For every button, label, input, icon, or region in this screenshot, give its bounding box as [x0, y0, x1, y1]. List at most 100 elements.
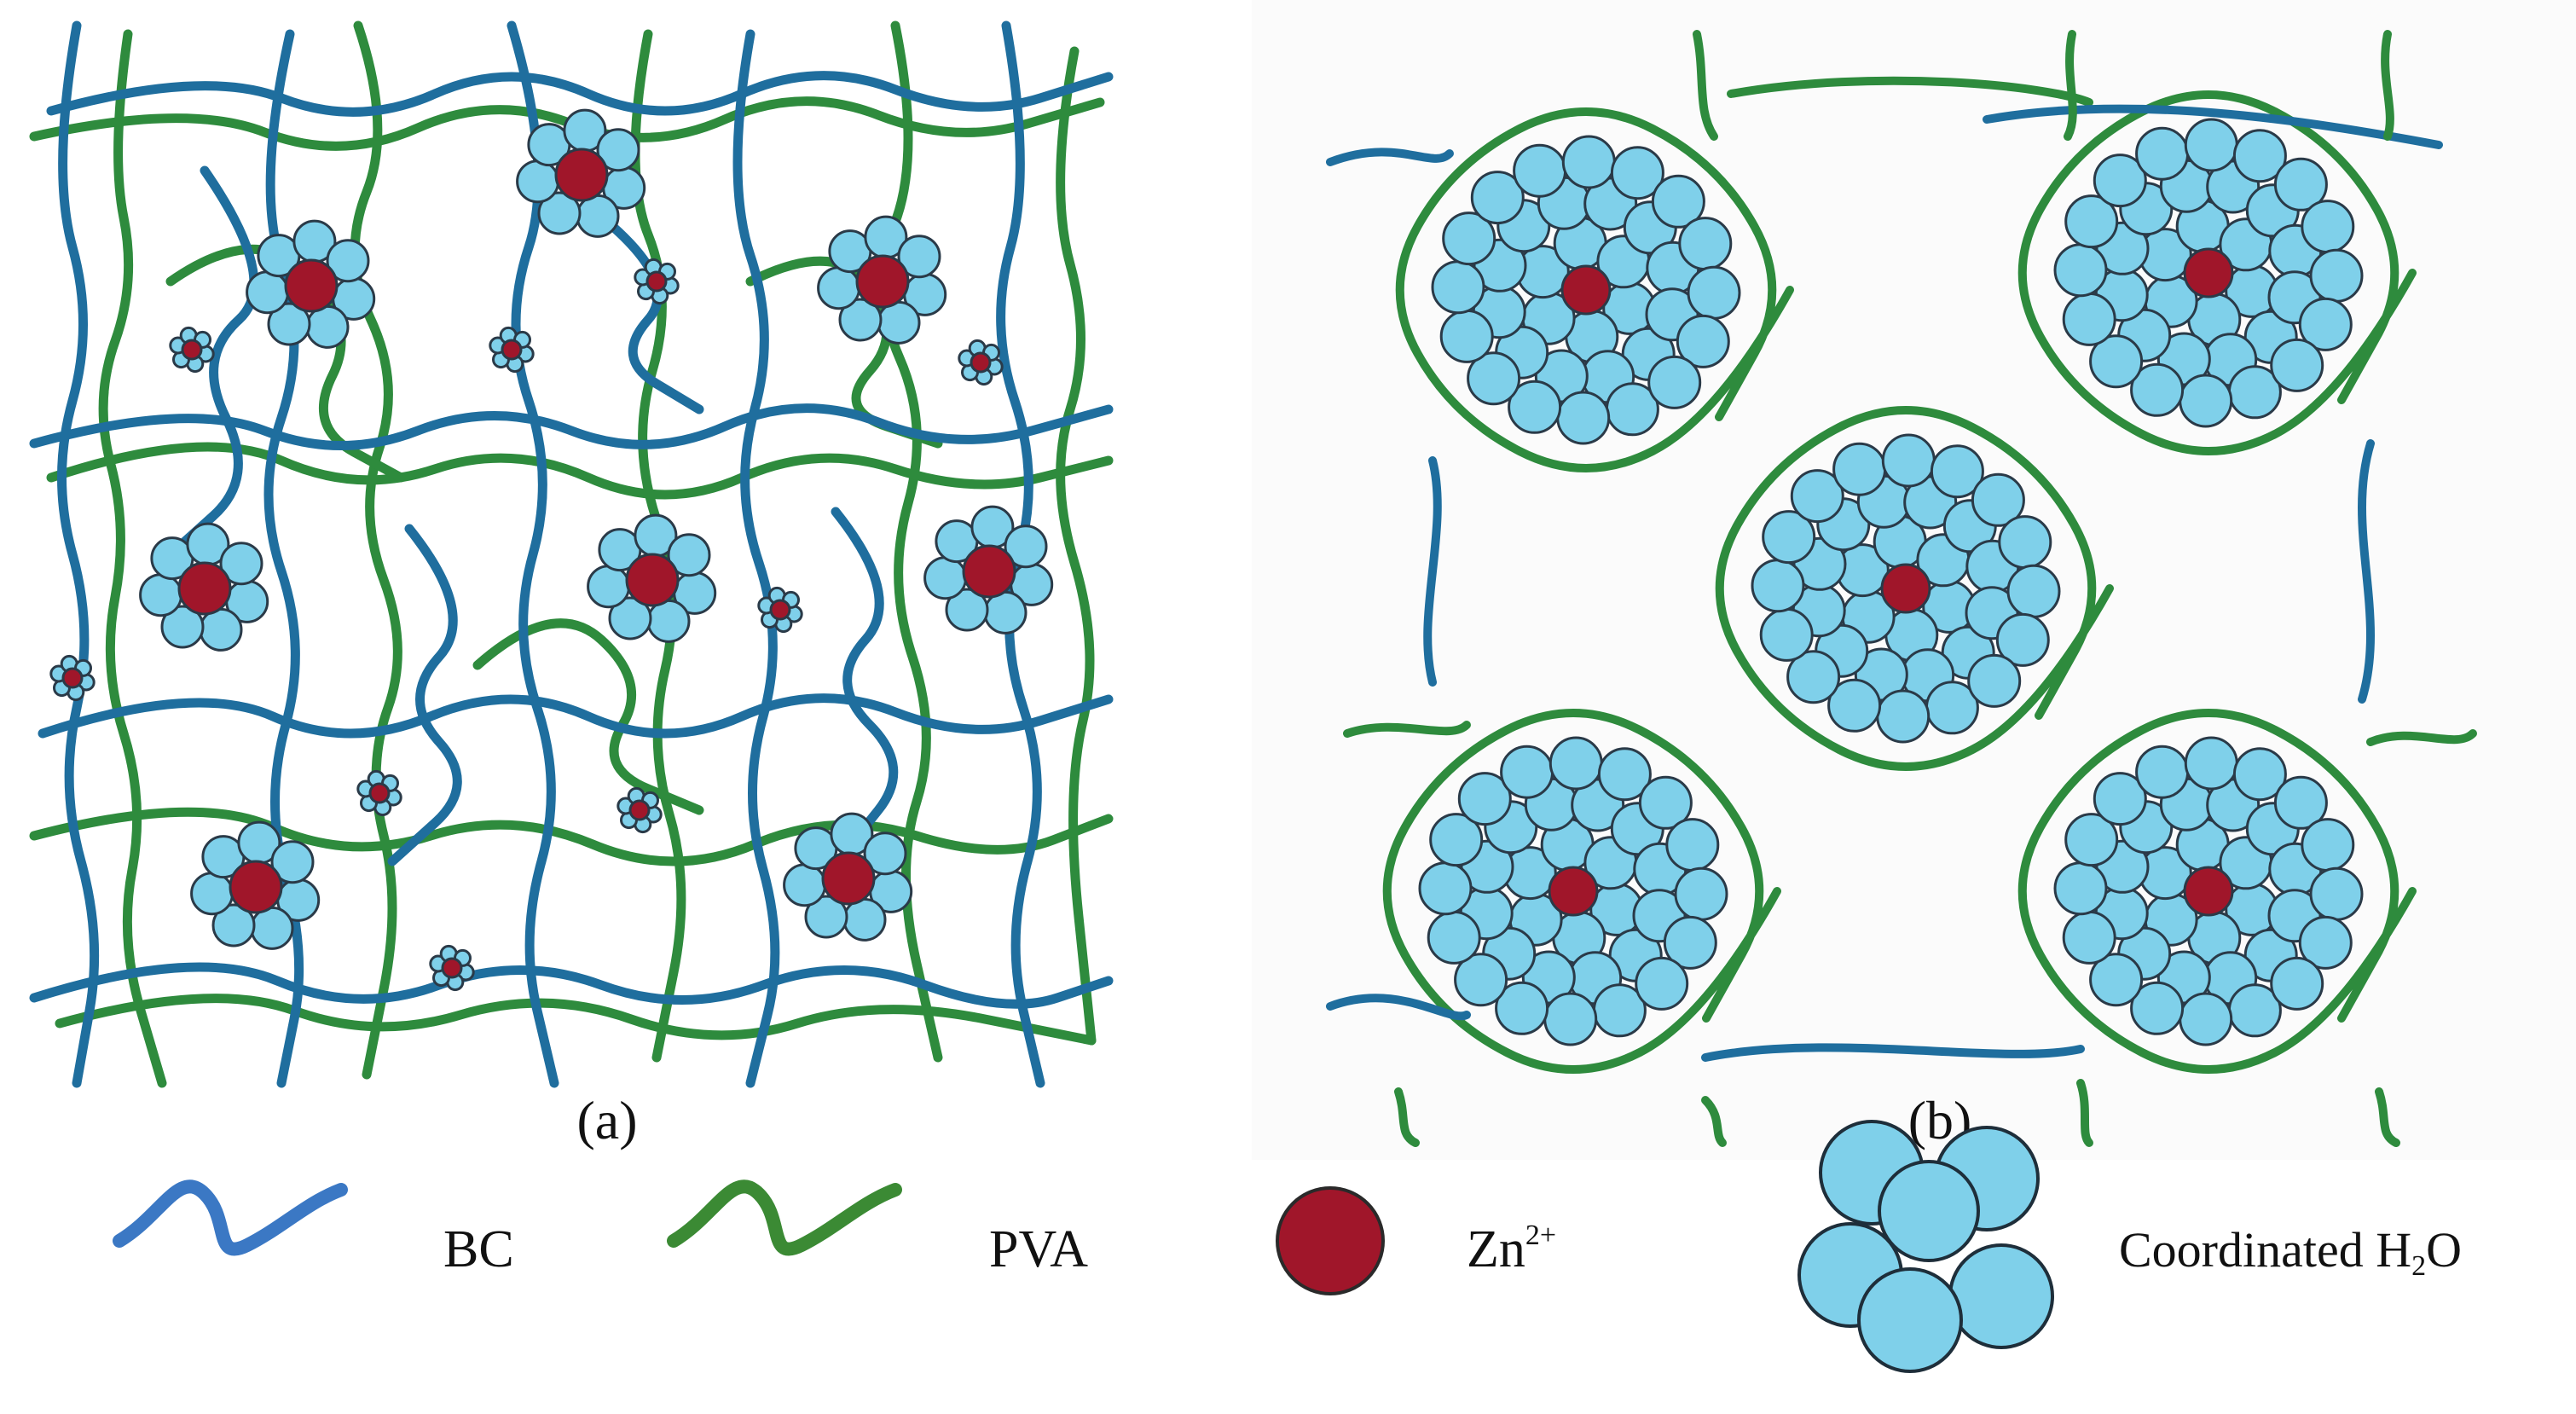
water-molecule	[219, 542, 263, 586]
water-molecule	[1548, 736, 1603, 791]
water-molecule	[2298, 915, 2353, 970]
water-molecule	[1508, 380, 1562, 434]
water-molecule	[877, 300, 921, 345]
water-molecule	[1881, 433, 1936, 488]
water-molecule	[1500, 745, 1554, 799]
water-molecule	[576, 194, 620, 238]
water-molecule	[1647, 355, 1702, 409]
water-molecule	[646, 599, 691, 643]
water-molecule	[838, 298, 883, 342]
water-molecule	[863, 832, 907, 876]
water-molecule	[2064, 813, 2119, 867]
connecting-chain	[1693, 30, 1718, 141]
connecting-chain	[2375, 1087, 2400, 1147]
water-molecule	[983, 590, 1028, 635]
water-molecule	[596, 128, 640, 172]
bc-chain	[387, 524, 462, 866]
water-molecule	[1665, 818, 1720, 872]
connecting-chain	[1727, 76, 2093, 107]
water-molecules-legend-icon	[1797, 1120, 2054, 1373]
zn-ion	[1560, 264, 1612, 316]
water-molecule	[1513, 143, 1567, 198]
water-molecule	[842, 897, 887, 942]
zn-ion	[284, 258, 339, 313]
zn-ion	[645, 270, 668, 293]
water-molecule	[2135, 126, 2190, 181]
water-molecule	[1876, 689, 1931, 744]
bc-chain	[507, 20, 559, 1088]
water-molecule	[783, 863, 827, 907]
zn-ion	[368, 782, 391, 804]
zn-ion-legend-icon	[1276, 1186, 1385, 1295]
water-molecule	[2130, 362, 2185, 417]
bc-chain	[592, 208, 704, 414]
water-molecule	[2298, 297, 2353, 351]
connecting-chain	[1701, 1043, 2085, 1062]
water-molecule	[1967, 653, 2022, 708]
crosslinked-chains	[1326, 30, 2477, 1147]
water-molecule	[326, 239, 370, 283]
water-molecule	[2301, 200, 2355, 254]
water-molecule	[1004, 524, 1048, 569]
connecting-chain	[2381, 30, 2394, 141]
pva-legend-label: PVA	[989, 1220, 1088, 1278]
pva-chain	[98, 29, 167, 1088]
bc-legend-label: BC	[443, 1220, 514, 1278]
bc-chain	[29, 403, 1114, 450]
water-molecule	[1439, 309, 1494, 363]
water-molecule	[270, 840, 315, 884]
zn-ion	[181, 339, 203, 361]
water-molecule	[1687, 265, 1741, 320]
water-molecule	[199, 607, 243, 652]
water-molecule	[1638, 775, 1693, 830]
water-molecule	[250, 906, 294, 950]
water-molecule	[1429, 813, 1484, 867]
water-molecule	[2232, 129, 2287, 183]
water-molecule	[2273, 775, 2328, 830]
water-legend-label: Coordinated H2O	[2119, 1222, 2462, 1282]
water-molecule	[1470, 171, 1525, 225]
water-molecule	[2089, 953, 2144, 1007]
connecting-chain	[2076, 1079, 2093, 1147]
connecting-chain	[1343, 721, 1471, 738]
water-molecule	[2273, 157, 2328, 212]
connecting-chain	[2064, 30, 2077, 141]
zn-ion	[769, 599, 791, 621]
water-molecule	[1827, 678, 1882, 733]
water-molecule	[2270, 338, 2324, 392]
pva-chain	[878, 20, 943, 1063]
water-molecule	[2135, 745, 2190, 799]
legend: BC PVA Zn2+ Coordinated H2O	[113, 1120, 2462, 1373]
water-molecule	[1454, 953, 1508, 1007]
water-molecule	[1676, 314, 1730, 368]
water-molecule	[1930, 444, 1984, 499]
connecting-chain	[1394, 1087, 1420, 1147]
water-molecule	[608, 596, 652, 640]
zn-ion	[628, 799, 651, 821]
zn-ion	[625, 553, 680, 607]
zn-ion	[501, 339, 523, 361]
zn-ion	[1548, 866, 1599, 917]
water-cages	[1418, 118, 2364, 1046]
water-molecule	[1759, 607, 1814, 662]
panel-a-network	[29, 20, 1114, 1088]
pva-chain	[350, 20, 402, 1080]
zn-ion	[177, 561, 232, 616]
zn-ion	[1880, 563, 1931, 614]
bc-chain	[38, 693, 1114, 739]
water-molecule	[923, 556, 968, 600]
water-molecule	[2006, 564, 2061, 618]
pva-chain	[2017, 90, 2417, 455]
zn-ion	[554, 148, 609, 202]
connecting-chain	[1701, 1096, 1727, 1147]
hydrated-zn-clusters	[49, 108, 1054, 992]
water-molecule	[1786, 650, 1841, 704]
water-molecule	[305, 304, 350, 349]
water-molecule	[1971, 472, 2025, 527]
water-molecule	[1998, 515, 2052, 570]
pva-chain	[1715, 406, 2114, 771]
water-molecule	[160, 605, 205, 649]
water-molecule	[667, 533, 711, 577]
bc-chain	[46, 71, 1114, 117]
water-molecule	[2053, 861, 2108, 916]
